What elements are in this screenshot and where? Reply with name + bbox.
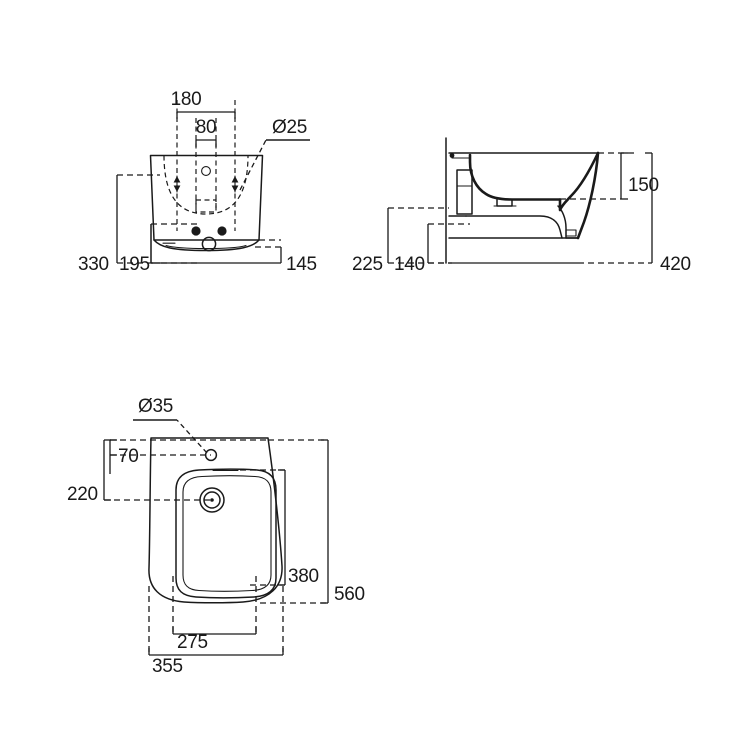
dimension-label-front-330: 330 [78, 254, 109, 275]
front-body-outline [149, 154, 264, 241]
dimension-plan-560 [260, 439, 329, 604]
dimension-label-side-420: 420 [660, 254, 691, 275]
front-overflow-box [195, 199, 217, 213]
side-foot-right [557, 205, 579, 239]
dimension-plan-355 [148, 586, 284, 656]
dimension-label-side-225: 225 [352, 254, 383, 275]
front-fixing-bolt-left [191, 226, 201, 236]
front-tap-hole-right-marker [231, 175, 239, 193]
dimension-plan-275 [172, 576, 257, 635]
plan-outer-outline [148, 437, 283, 604]
front-bowl-hidden-rim [163, 155, 249, 215]
plan-bowl-rim-outer [175, 468, 277, 599]
side-foot-detail [565, 229, 577, 237]
side-front-outer-curve [576, 151, 600, 240]
dimension-label-front-180: 180 [171, 89, 202, 110]
dimension-label-front-145: 145 [286, 254, 317, 275]
side-bowl-profile [468, 153, 562, 201]
dimension-plan-70 [109, 439, 268, 474]
front-overflow-circle [201, 166, 211, 176]
leader-front-d25 [239, 139, 310, 191]
side-waste-box [456, 169, 473, 215]
dimension-front-180 [176, 111, 236, 119]
plan-waste-center-dot [210, 498, 214, 502]
front-elevation-view: 180 80 Ø25 330 [78, 89, 317, 275]
dimension-label-plan-355: 355 [152, 656, 183, 677]
front-base-inner-line [165, 244, 247, 250]
side-underside [465, 215, 563, 239]
plan-bowl-rim-inner [182, 475, 272, 592]
side-rim-bolt-dot [449, 153, 455, 158]
dimension-plan-220 [103, 439, 212, 501]
plan-view: Ø35 70 220 [67, 396, 365, 677]
front-tap-hole-left-marker [173, 175, 181, 193]
dimension-side-420 [449, 152, 653, 264]
dimension-plan-380 [240, 469, 286, 586]
leader-plan-d35 [133, 419, 208, 454]
dimension-label-plan-275: 275 [177, 632, 208, 653]
dimension-label-plan-380: 380 [288, 566, 319, 587]
dimension-front-80 [195, 139, 217, 147]
dimension-label-plan-560: 560 [334, 584, 365, 605]
dimension-label-plan-70: 70 [118, 446, 139, 467]
dimension-label-plan-d35: Ø35 [138, 396, 173, 417]
dimension-front-145 [150, 224, 282, 264]
dimension-label-plan-220: 220 [67, 484, 98, 505]
dimension-label-front-195: 195 [119, 254, 150, 275]
side-bowl-front-wall [558, 151, 600, 212]
front-waste-outlet [201, 236, 217, 252]
dimension-label-front-80: 80 [196, 117, 217, 138]
dimension-side-150 [560, 152, 637, 200]
front-fixing-bolt-right [217, 226, 227, 236]
dimension-label-front-d25: Ø25 [272, 117, 307, 138]
side-elevation-view: 150 420 225 140 [352, 137, 691, 275]
dimension-label-side-140: 140 [394, 254, 425, 275]
dimension-label-side-150: 150 [628, 175, 659, 196]
dimension-side-140 [427, 223, 470, 264]
